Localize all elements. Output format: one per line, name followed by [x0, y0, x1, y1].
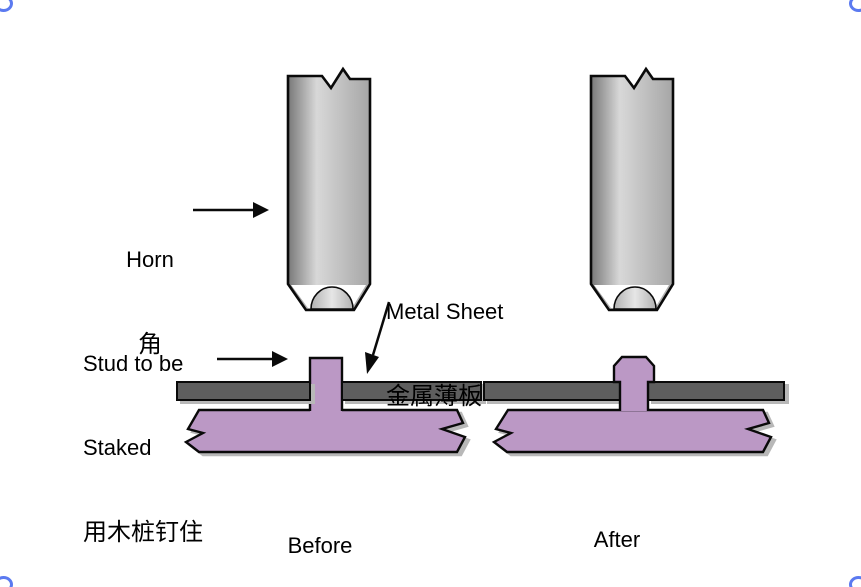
- after-staked-stud: [614, 357, 654, 411]
- before-plastic-base: [183, 408, 467, 454]
- horn-label: Horn 角: [114, 190, 186, 416]
- horn-arrow-icon: [193, 202, 269, 218]
- corner-mark-top-right-icon: [849, 0, 861, 12]
- stud-label-en-line2: Staked: [83, 435, 152, 460]
- left-horn-tip-cavity: [310, 286, 354, 310]
- metal-sheet-label-en: Metal Sheet: [386, 299, 504, 324]
- before-label: Before 前: [255, 476, 385, 587]
- after-label: After 后: [552, 470, 682, 587]
- after-sheet-right: [647, 381, 785, 401]
- before-sheet-right: [341, 381, 482, 401]
- before-stud: [310, 358, 342, 412]
- metal-sheet-label: Metal Sheet 金属薄板: [386, 242, 503, 468]
- corner-mark-top-left-icon: [0, 0, 13, 12]
- horn-label-en: Horn: [126, 247, 174, 272]
- stud-arrow-icon: [217, 351, 288, 367]
- metal-sheet-label-zh: 金属薄板: [386, 383, 482, 410]
- before-sheet-left: [176, 381, 311, 401]
- after-label-en: After: [593, 527, 641, 552]
- right-horn-tip-cavity: [613, 286, 657, 310]
- after-staked-stud-outline: [612, 355, 656, 411]
- corner-mark-bottom-left-icon: [0, 576, 13, 587]
- horn-label-zh: 角: [138, 331, 162, 358]
- stud-label: Stud to be Staked 用木桩钉住: [83, 294, 203, 587]
- metal-sheet-arrow-icon: [365, 301, 391, 374]
- left-horn-body: [286, 66, 372, 312]
- corner-mark-bottom-right-icon: [849, 576, 861, 587]
- after-plastic-base: [491, 408, 773, 454]
- before-label-en: Before: [287, 533, 353, 558]
- after-sheet-left: [483, 381, 621, 401]
- right-horn-body: [589, 66, 675, 312]
- stud-label-zh: 用木桩钉住: [83, 519, 203, 546]
- stud-label-en-line1: Stud to be: [83, 351, 184, 376]
